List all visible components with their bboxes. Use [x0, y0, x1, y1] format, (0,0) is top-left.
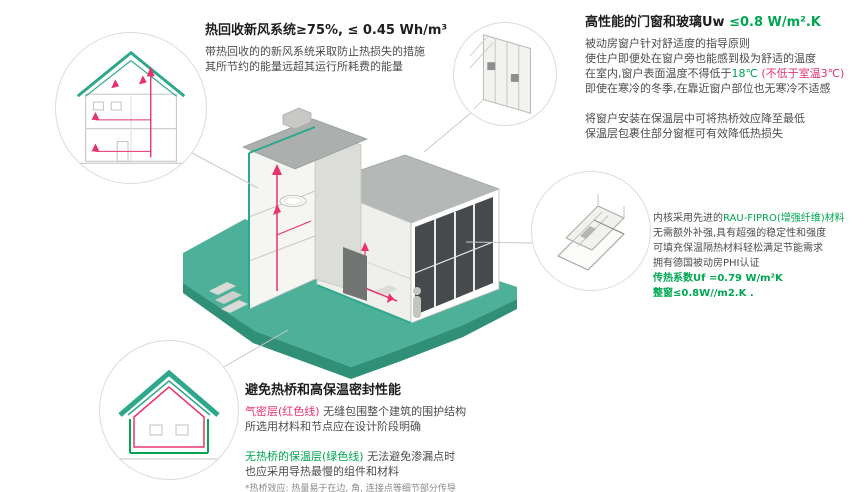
window-profile-icon	[557, 194, 625, 271]
heat-recovery-title: 热回收新风系统≥75%, ≤ 0.45 Wh/m³	[205, 23, 448, 38]
profile-line: 传热系数Uf =0.79 W/m²K	[653, 273, 783, 284]
profile-line: 无需额外补强,具有超强的稳定性和强度	[653, 228, 827, 239]
thermal-line: 气密层(红色线) 无缝包围整个建筑的围护结构	[245, 405, 467, 418]
heat-recovery-block: 热回收新风系统≥75%, ≤ 0.45 Wh/m³ 带热回收的的新风系统采取防止…	[205, 22, 447, 74]
heat-recovery-line: 其所节约的能量远超其运行所耗费的能量	[205, 60, 403, 73]
windows-line: 将窗户安装在保温层中可将热桥效应降至最低	[585, 112, 805, 125]
isometric-house-illustration	[165, 85, 535, 405]
thermal-envelope-callout	[99, 340, 239, 480]
thermal-line	[245, 434, 466, 449]
isometric-house-icon	[183, 107, 517, 379]
windows-line	[585, 96, 844, 111]
thermal-block: 避免热桥和高保温密封性能 气密层(红色线) 无缝包围整个建筑的围护结构 所选用材…	[245, 382, 466, 492]
windows-block: 高性能的门窗和玻璃Uw ≤0.8 W/m².K 被动房窗户针对舒适度的指导原则 …	[585, 14, 844, 141]
thermal-line: 也应采用导热最慢的组件和材料	[245, 465, 399, 478]
thermal-line: 所选用材料和节点应在设计阶段明确	[245, 420, 421, 433]
thermal-footnote: *热桥效应: 热量易于在边, 角, 连接点等细节部分传导	[245, 484, 456, 492]
profile-line: 拥有德国被动房PHI认证	[653, 258, 760, 269]
profile-block: 内核采用先进的RAU-FIPRO(增强纤维)材料 无需额外补强,具有超强的稳定性…	[653, 211, 845, 301]
window-corner-callout	[453, 22, 557, 126]
thermal-title: 避免热桥和高保温密封性能	[245, 383, 402, 398]
windows-line: 在室内,窗户表面温度不得低于18℃ (不低于室温3℃)	[585, 67, 845, 80]
windows-line: 保温层包裹住部分窗框可有效降低热损失	[585, 127, 783, 140]
windows-line: 使住户即便处在窗户旁也能感到极为舒适的温度	[585, 52, 816, 65]
heat-recovery-line: 带热回收的的新风系统采取防止热损失的措施	[205, 45, 425, 58]
windows-line: 即使在寒冷的冬季,在靠近窗户部位也无寒冷不适感	[585, 82, 831, 95]
window-profile-callout	[531, 171, 651, 291]
thermal-line: 无热桥的保温层(绿色线) 无法避免渗漏点时	[245, 450, 456, 463]
windows-line: 被动房窗户针对舒适度的指导原则	[585, 37, 750, 50]
thermal-envelope-icon	[114, 369, 224, 460]
profile-line: 整窗≤0.8W//m2.K .	[653, 288, 754, 299]
profile-line: 可填充保温隔热材料轻松满足节能需求	[653, 243, 823, 254]
heat-recovery-callout	[55, 32, 207, 184]
window-corner-icon	[469, 34, 531, 114]
house-section-icon	[73, 50, 189, 164]
profile-line: 内核采用先进的RAU-FIPRO(增强纤维)材料	[653, 213, 845, 224]
windows-title: 高性能的门窗和玻璃Uw ≤0.8 W/m².K	[585, 15, 821, 30]
